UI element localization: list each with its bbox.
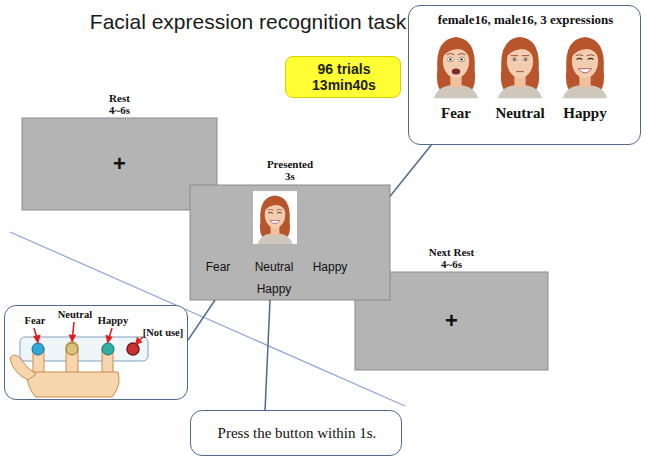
- hand-illustration: [10, 322, 148, 397]
- screen-heading: Presented 3s: [263, 158, 317, 182]
- face-photo: [492, 31, 548, 98]
- trials-badge: 96 trials 13min40s: [285, 56, 401, 98]
- expression-label: Fear: [424, 104, 488, 122]
- face-photo: [253, 191, 297, 244]
- button-label: [Not use]: [139, 327, 187, 339]
- callout-tail: [188, 300, 215, 340]
- callout-tail: [390, 145, 431, 196]
- presented-screen: Presented 3sFearNeutralHappyHappy: [190, 156, 390, 300]
- rest-screen: Rest 4~6s +: [22, 90, 217, 210]
- next-rest-screen: Next Rest 4~6s +: [355, 244, 548, 370]
- choice-option: Happy: [305, 260, 355, 274]
- button-label: Fear: [15, 315, 55, 327]
- fixation-cross: +: [432, 310, 472, 332]
- expression-label: Neutral: [484, 104, 556, 122]
- stimulus-callout: female16, male16, 3 expressions: [408, 5, 641, 145]
- button-callout: FearNeutralHappy [Not use]: [4, 305, 188, 400]
- callout-ground: [4, 305, 188, 400]
- face-photo: [428, 31, 484, 98]
- face-photo: [557, 31, 613, 98]
- button-label: Happy: [91, 315, 135, 327]
- diagram-title: Facial expression recognition task: [88, 10, 408, 34]
- screen-heading: Next Rest 4~6s: [424, 246, 480, 270]
- expression-label: Happy: [553, 104, 617, 122]
- selected-answer: Happy: [249, 282, 299, 296]
- callout-tail: [265, 300, 270, 410]
- fixation-cross: +: [100, 153, 140, 175]
- callout-heading: female16, male16, 3 expressions: [413, 12, 638, 28]
- button-label: Neutral: [50, 309, 100, 321]
- screen: [190, 185, 390, 300]
- choice-option: Fear: [195, 260, 241, 274]
- instruction-callout: Press the button within 1s.: [190, 410, 402, 456]
- callout-ground: [190, 410, 402, 456]
- screen: [22, 118, 217, 210]
- screen-heading: Rest 4~6s: [100, 92, 140, 116]
- choice-option: Neutral: [246, 260, 302, 274]
- instruction-text: Press the button within 1s.: [195, 424, 399, 442]
- callout-ground: [408, 5, 641, 145]
- badge-text: 96 trials 13min40s: [302, 61, 386, 93]
